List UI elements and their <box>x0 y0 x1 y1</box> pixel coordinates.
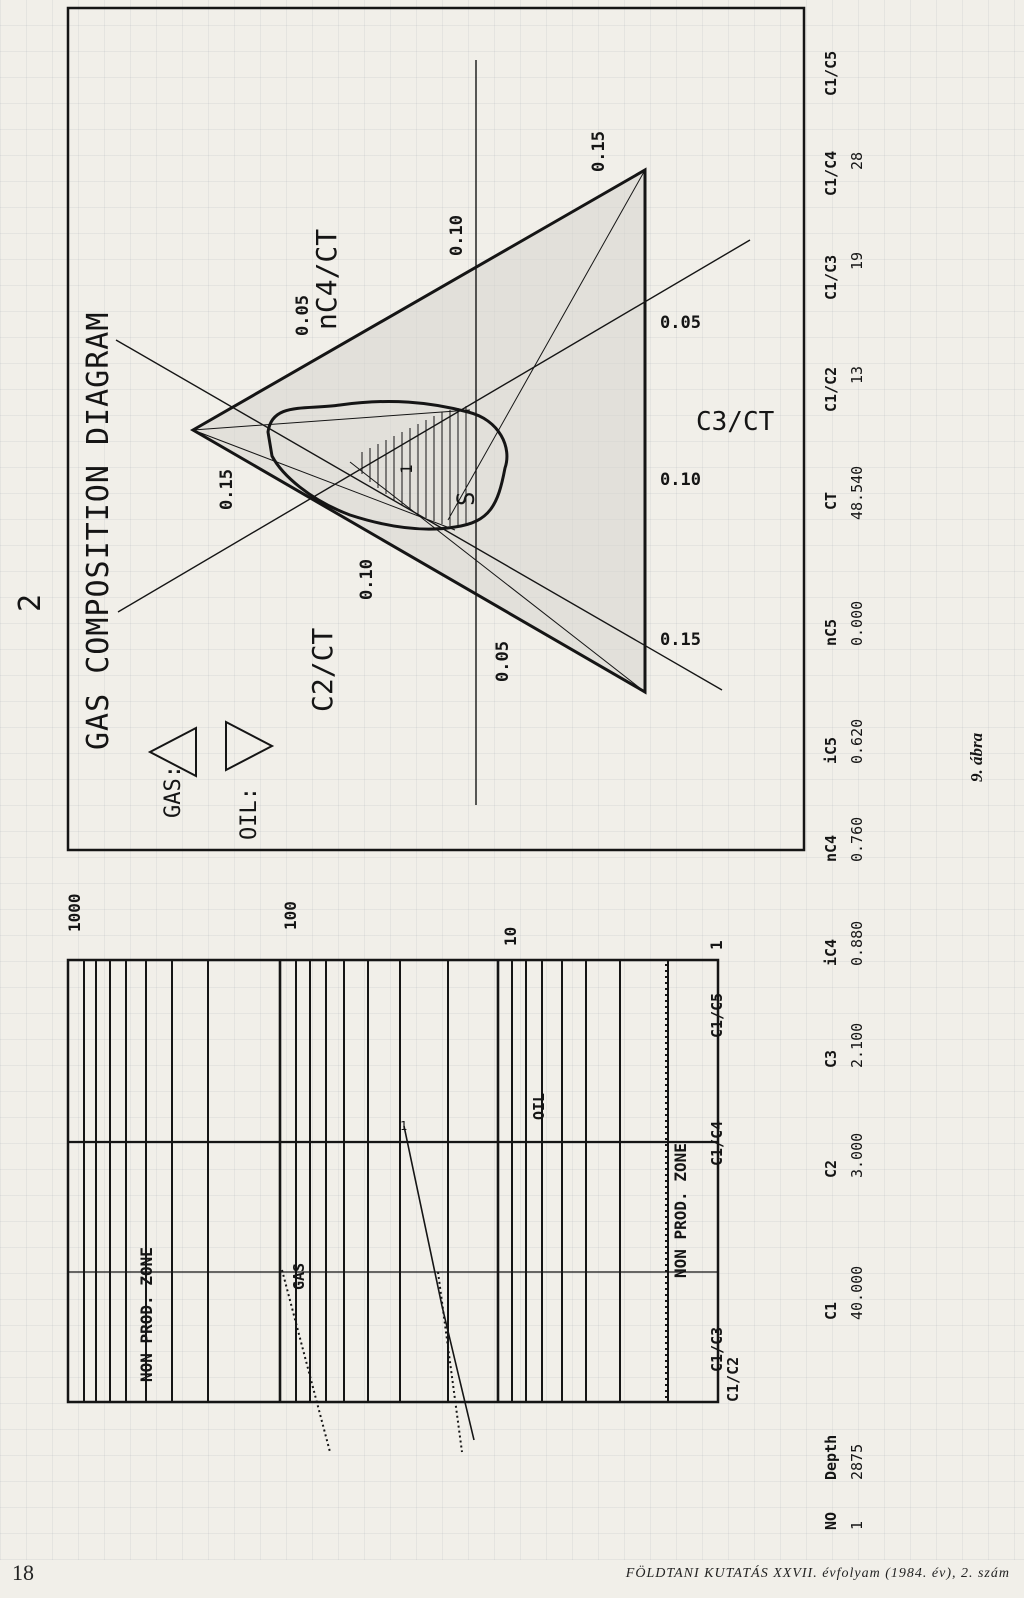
x-label: C1/C2 <box>724 1357 742 1402</box>
c2-tick: 0.15 <box>217 469 237 510</box>
table-header-ic5: iC5 <box>822 737 840 764</box>
table-header-no: NO <box>822 1512 840 1530</box>
figure-number: 2 <box>13 594 48 612</box>
legend-gas-label: GAS: <box>161 765 186 818</box>
table-header-depth: Depth <box>822 1435 840 1480</box>
journal-footer: FÖLDTANI KUTATÁS XXVII. évfolyam (1984. … <box>625 1566 1010 1581</box>
x-label: C1/C5 <box>708 993 726 1038</box>
gas-zone-hatching <box>361 406 467 528</box>
oil-region-boundary <box>437 1271 463 1453</box>
legend-gas-triangle <box>147 726 197 778</box>
pixler-plot: 1 1000 100 10 1 NON PROD. ZONE NON PROD.… <box>65 893 742 1453</box>
table-header-c1c4: C1/C4 <box>822 151 840 196</box>
diagram-frame <box>66 6 806 852</box>
c2-tick: 0.10 <box>357 559 377 600</box>
figure-caption: 9. ábra <box>967 732 986 782</box>
page-number: 18 <box>12 1560 34 1585</box>
c2-tick: 0.05 <box>493 641 513 682</box>
fan-line <box>192 409 471 431</box>
y-tick: 10 <box>501 927 520 946</box>
legend-oil-label: OIL: <box>237 787 262 840</box>
fan-line <box>192 429 456 531</box>
table-header-nc4: nC4 <box>822 835 840 862</box>
nc4-tick: 0.05 <box>293 295 313 336</box>
table-cell-no: 1 <box>848 1521 866 1530</box>
table-cell-nc5: 0.000 <box>848 601 866 646</box>
legend-oil-triangle <box>225 720 275 772</box>
figure: 2 GAS COMPOSITION DIAGRAM GAS: OIL: <box>13 6 986 1530</box>
y-tick: 1000 <box>65 893 84 932</box>
c2-axis-title: C2/CT <box>306 628 339 712</box>
fan-line <box>349 461 646 693</box>
x-label: C1/C3 <box>708 1327 726 1372</box>
table-cell-c1: 40.000 <box>848 1266 866 1320</box>
sample-point-label: 1 <box>400 1119 407 1133</box>
table-header-c2: C2 <box>822 1160 840 1178</box>
table-cell-ic5: 0.620 <box>848 719 866 764</box>
table-cell-depth: 2875 <box>848 1444 866 1480</box>
sample-line <box>403 1125 475 1441</box>
table-cell-ic4: 0.880 <box>848 921 866 966</box>
table-header-c1c2: C1/C2 <box>822 367 840 412</box>
gas-region-label: GAS <box>290 1263 308 1290</box>
c3-axis-line <box>115 339 723 691</box>
nc4-axis-title: nC4/CT <box>310 229 343 330</box>
plot-grid-columns <box>83 960 669 1402</box>
triangle-shading <box>193 170 645 692</box>
table-cell-c3: 2.100 <box>848 1023 866 1068</box>
gas-region-boundary <box>281 1269 331 1453</box>
table-header-ct: CT <box>822 492 840 510</box>
data-table: NO Depth C1 C2 C3 iC4 nC4 iC5 nC5 CT C1/… <box>822 51 866 1530</box>
gas-composition-panel: 2 GAS COMPOSITION DIAGRAM GAS: OIL: <box>13 6 806 852</box>
y-tick: 1 <box>707 940 726 950</box>
nc4-tick: 0.15 <box>589 131 609 172</box>
c3-tick: 0.15 <box>660 630 701 650</box>
nc4-tick: 0.10 <box>447 215 467 256</box>
fan-line <box>447 169 646 521</box>
table-header-c1c3: C1/C3 <box>822 255 840 300</box>
plot-grid-rows <box>68 1140 718 1273</box>
c3-tick: 0.10 <box>660 470 701 490</box>
table-cell-c1c2: 13 <box>848 366 866 384</box>
table-cell-ct: 48.540 <box>848 466 866 520</box>
nonprod-zone-label-bottom: NON PROD. ZONE <box>671 1143 690 1278</box>
table-header-ic4: iC4 <box>822 939 840 966</box>
c3-tick: 0.05 <box>660 313 701 333</box>
table-cell-nc4: 0.760 <box>848 817 866 862</box>
oil-region-label: OIL <box>530 1093 548 1120</box>
point-label-1: 1 <box>397 464 416 474</box>
table-header-nc5: nC5 <box>822 619 840 646</box>
x-label: C1/C4 <box>708 1121 726 1166</box>
c3-axis-title: C3/CT <box>696 407 775 437</box>
gas-triangle <box>190 167 647 695</box>
nonprod-zone-label-top: NON PROD. ZONE <box>137 1247 156 1382</box>
table-cell-c1c4: 28 <box>848 152 866 170</box>
productive-zone-envelope <box>266 399 509 531</box>
point-label-s: S <box>452 492 480 506</box>
table-cell-c1c3: 19 <box>848 252 866 270</box>
table-header-c1: C1 <box>822 1302 840 1320</box>
plot-frame <box>66 958 720 1404</box>
table-header-c1c5: C1/C5 <box>822 51 840 96</box>
diagram-title: GAS COMPOSITION DIAGRAM <box>81 312 116 750</box>
table-header-c3: C3 <box>822 1050 840 1068</box>
table-cell-c2: 3.000 <box>848 1133 866 1178</box>
y-tick: 100 <box>281 901 300 930</box>
